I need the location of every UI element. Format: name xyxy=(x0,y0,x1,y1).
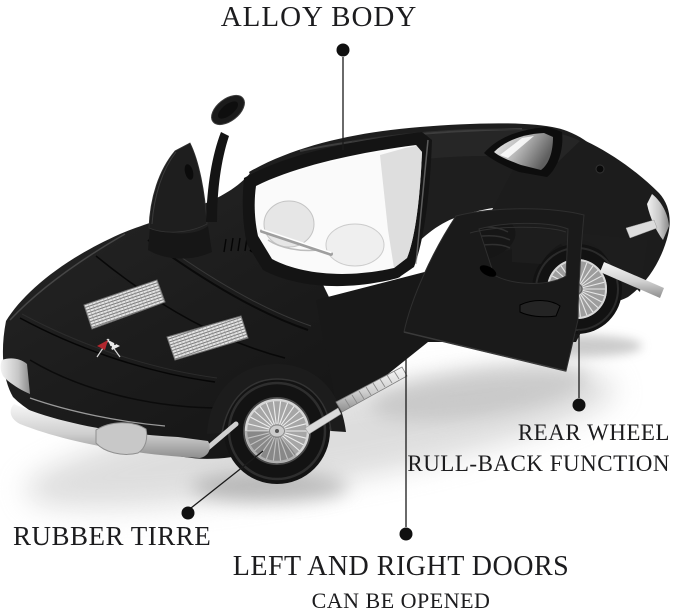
leader-dot-rubber-tire xyxy=(181,506,195,520)
leader-dot-rear-wheel xyxy=(572,398,586,412)
bumperette xyxy=(95,422,148,455)
right-rocker-chrome xyxy=(600,262,664,298)
hood-vent-left xyxy=(83,279,166,330)
leader-dots xyxy=(181,43,586,541)
door-handle xyxy=(479,265,497,277)
hood-vent-right xyxy=(166,315,249,361)
rear-fender xyxy=(512,226,648,292)
label-doors-line2: CAN BE OPENED xyxy=(311,588,491,613)
label-rear-wheel-function: REAR WHEEL RULL-BACK FUNCTION xyxy=(407,417,670,479)
label-doors: LEFT AND RIGHT DOORS CAN BE OPENED xyxy=(233,551,569,613)
front-wheel xyxy=(224,378,330,484)
label-rear-wheel-line2: RULL-BACK FUNCTION xyxy=(407,451,670,476)
label-rubber-tire: RUBBER TIRRE xyxy=(13,521,212,551)
leader-dot-doors xyxy=(399,527,413,541)
tail-chrome xyxy=(625,194,669,240)
front-fender xyxy=(207,363,346,434)
wiper xyxy=(260,229,333,256)
leader-dot-alloy-body xyxy=(336,43,350,57)
door-hinge-knob xyxy=(184,164,194,180)
right-door-open xyxy=(403,208,585,372)
rear-window xyxy=(484,127,563,177)
seat-right xyxy=(325,223,385,267)
label-doors-line1: LEFT AND RIGHT DOORS xyxy=(232,551,570,582)
corvette-emblem-icon xyxy=(96,338,121,358)
label-alloy-body: ALLOY BODY xyxy=(220,1,418,33)
fuel-cap xyxy=(595,164,605,174)
leader-lines xyxy=(190,57,580,527)
windshield xyxy=(242,132,432,287)
door-armrest xyxy=(519,300,561,318)
label-rear-wheel-line1: REAR WHEEL xyxy=(517,420,670,445)
sill-chrome xyxy=(304,366,408,435)
front-bumper-chrome xyxy=(0,358,210,458)
left-door-open xyxy=(148,94,245,259)
leader-line-rubber-tire xyxy=(190,450,264,509)
